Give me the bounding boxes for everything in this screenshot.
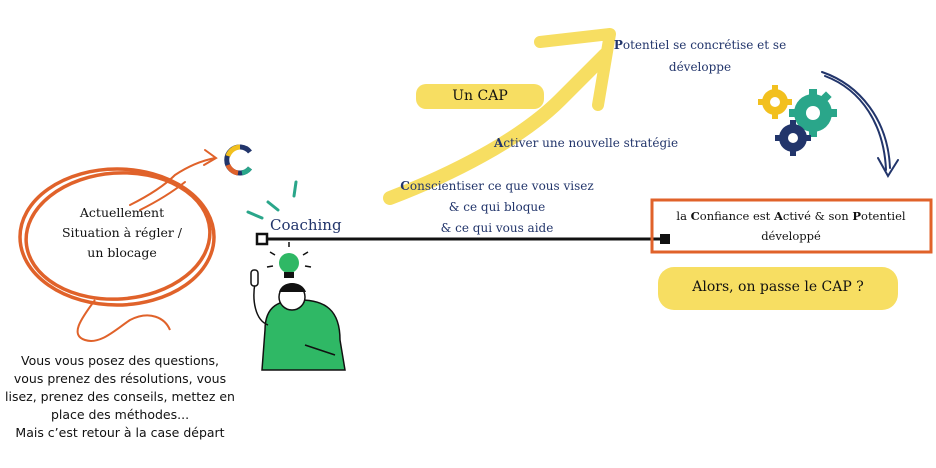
- orange-arrow-up: [129, 149, 218, 211]
- person-pointing-icon: [250, 269, 346, 371]
- timeline-end-marker: [660, 234, 670, 244]
- left-circle-line1: Actuellement: [79, 205, 165, 220]
- activer-initial: A: [494, 136, 504, 150]
- orange-scribble-circle: [18, 167, 216, 307]
- lightbulb-icon: [266, 242, 312, 278]
- passe-cap-text: Alors, on passe le CAP ?: [692, 279, 864, 295]
- confiance-seg2: onfiance est: [699, 209, 774, 223]
- confiance-seg4: otentiel: [861, 209, 906, 223]
- left-circle-line3: un blocage: [87, 245, 157, 260]
- coaching-label: Coaching: [270, 216, 342, 234]
- timeline-start-marker: [255, 232, 269, 246]
- confiance-a: A: [773, 209, 783, 223]
- curved-arrow-icon: [821, 71, 899, 178]
- confiance-box-frame: [650, 198, 933, 254]
- confiance-line2: développé: [761, 229, 821, 243]
- conscientiser-line3: & ce qui vous aide: [440, 221, 554, 235]
- coaching-spark-lines: [246, 180, 298, 220]
- growth-arrow: [383, 28, 616, 205]
- orange-loop: [76, 299, 171, 342]
- confiance-c: C: [690, 209, 700, 223]
- confiance-p: P: [852, 209, 862, 223]
- top-right-line2: développe: [668, 60, 732, 74]
- left-circle-line2: Situation à régler /: [61, 225, 182, 240]
- gears-icon: [758, 85, 837, 156]
- bottom-left-line5: Mais c’est retour à la case départ: [15, 425, 225, 440]
- activer-rest: ctiver une nouvelle stratégie: [503, 136, 679, 150]
- bottom-left-text: Vous vous posez des questions, vous pren…: [0, 352, 240, 442]
- conscientiser-line2: & ce qui bloque: [448, 200, 546, 214]
- activer-text: Activer une nouvelle stratégie: [494, 136, 678, 150]
- bottom-left-line4: place des méthodes...: [50, 407, 190, 422]
- top-right-text: Potentiel se concrétise et se développe: [595, 34, 805, 78]
- conscientiser-initial: C: [400, 179, 410, 193]
- confiance-seg3: ctivé & son: [782, 209, 853, 223]
- bottom-left-line1: Vous vous posez des questions,: [20, 353, 219, 368]
- conscientiser-line1: onscientiser ce que vous visez: [409, 179, 594, 193]
- cap-label: Un CAP: [452, 88, 508, 104]
- top-right-initial: P: [613, 38, 623, 52]
- bottom-left-line3: lisez, prenez des conseils, mettez en: [5, 389, 235, 404]
- confiance-text: la Confiance est Activé & son Potentiel …: [655, 206, 927, 246]
- bottom-left-line2: vous prenez des résolutions, vous: [13, 371, 227, 386]
- conscientiser-text: Conscientiser ce que vous visez & ce qui…: [382, 176, 612, 239]
- cap-highlight: [416, 84, 544, 109]
- top-right-line1: otentiel se concrétise et se: [622, 38, 787, 52]
- left-circle-text: Actuellement Situation à régler / un blo…: [52, 203, 192, 263]
- circular-logo-icon: [224, 144, 253, 176]
- confiance-seg1: la: [676, 209, 691, 223]
- passe-cap-highlight: [658, 267, 898, 310]
